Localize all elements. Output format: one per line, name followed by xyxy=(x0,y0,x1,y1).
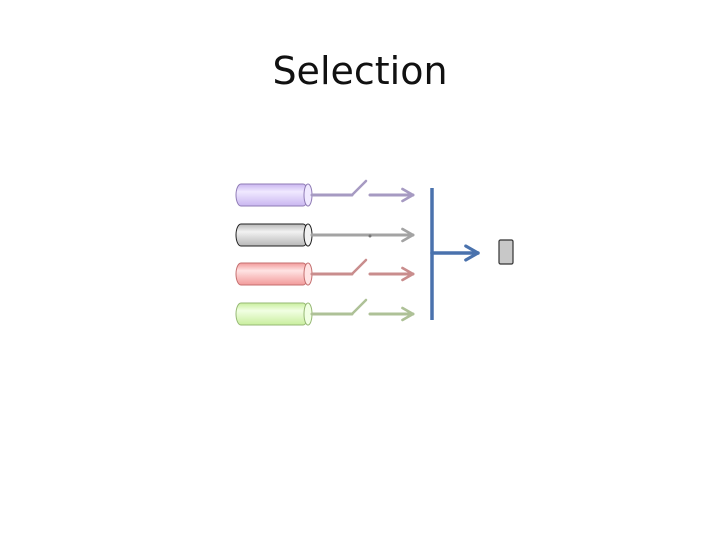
switch-closed-contact-gray xyxy=(368,234,372,238)
cylinder-green xyxy=(235,302,309,326)
input-channels xyxy=(235,179,415,326)
slide-title: Selection xyxy=(272,49,448,93)
channel-green xyxy=(235,298,415,326)
channel-gray xyxy=(235,223,415,247)
selection-bus xyxy=(430,188,514,320)
switch-green xyxy=(350,298,368,316)
switch-purple xyxy=(350,179,368,197)
channel-red xyxy=(235,258,415,286)
channel-purple xyxy=(235,179,415,207)
cylinder-gray xyxy=(235,223,309,247)
output-box xyxy=(498,239,514,265)
cylinder-purple xyxy=(235,183,309,207)
cylinder-red xyxy=(235,262,309,286)
switch-red xyxy=(350,258,368,276)
